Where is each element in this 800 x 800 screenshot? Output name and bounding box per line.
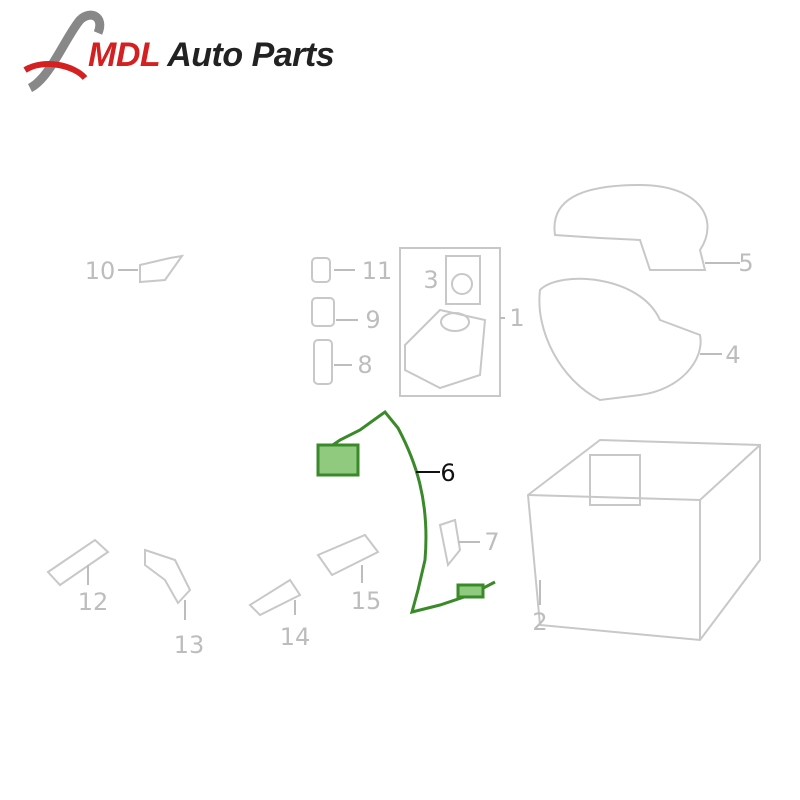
part-10 xyxy=(139,254,185,284)
callout-3[interactable]: 3 xyxy=(423,266,439,294)
callout-4[interactable]: 4 xyxy=(725,341,741,369)
logo-swoosh-icon xyxy=(23,10,105,93)
part-9 xyxy=(311,297,335,327)
callout-10[interactable]: 10 xyxy=(84,257,116,285)
part-1-selector xyxy=(404,308,487,390)
callout-2[interactable]: 2 xyxy=(532,608,548,636)
callout-8[interactable]: 8 xyxy=(357,351,373,379)
part-11 xyxy=(311,257,331,283)
logo-brand: MDL xyxy=(88,36,160,74)
callout-9[interactable]: 9 xyxy=(365,306,381,334)
callout-5[interactable]: 5 xyxy=(738,249,754,277)
logo-text: Auto Parts xyxy=(167,36,335,74)
callout-1[interactable]: 1 xyxy=(509,304,525,332)
callout-6[interactable]: 6 xyxy=(440,459,456,487)
callout-12[interactable]: 12 xyxy=(77,588,109,616)
part-4-bezel xyxy=(538,277,702,402)
part-7 xyxy=(438,518,462,568)
part-13 xyxy=(144,548,192,605)
callout-7[interactable]: 7 xyxy=(484,528,500,556)
part-5-cover xyxy=(553,183,709,271)
part-6-cable xyxy=(316,409,496,615)
callout-11[interactable]: 11 xyxy=(361,257,393,285)
mdl-auto-parts-logo: MDL Auto Parts xyxy=(20,8,360,98)
part-8 xyxy=(313,339,333,385)
part-12 xyxy=(46,538,110,587)
callout-13[interactable]: 13 xyxy=(173,631,205,659)
callout-15[interactable]: 15 xyxy=(350,587,382,615)
part-1-frame xyxy=(399,247,501,397)
part-3-frame xyxy=(445,255,481,305)
part-2-gear-unit xyxy=(526,438,761,642)
part-15 xyxy=(316,533,380,577)
part-14 xyxy=(248,578,302,617)
callout-14[interactable]: 14 xyxy=(279,623,311,651)
